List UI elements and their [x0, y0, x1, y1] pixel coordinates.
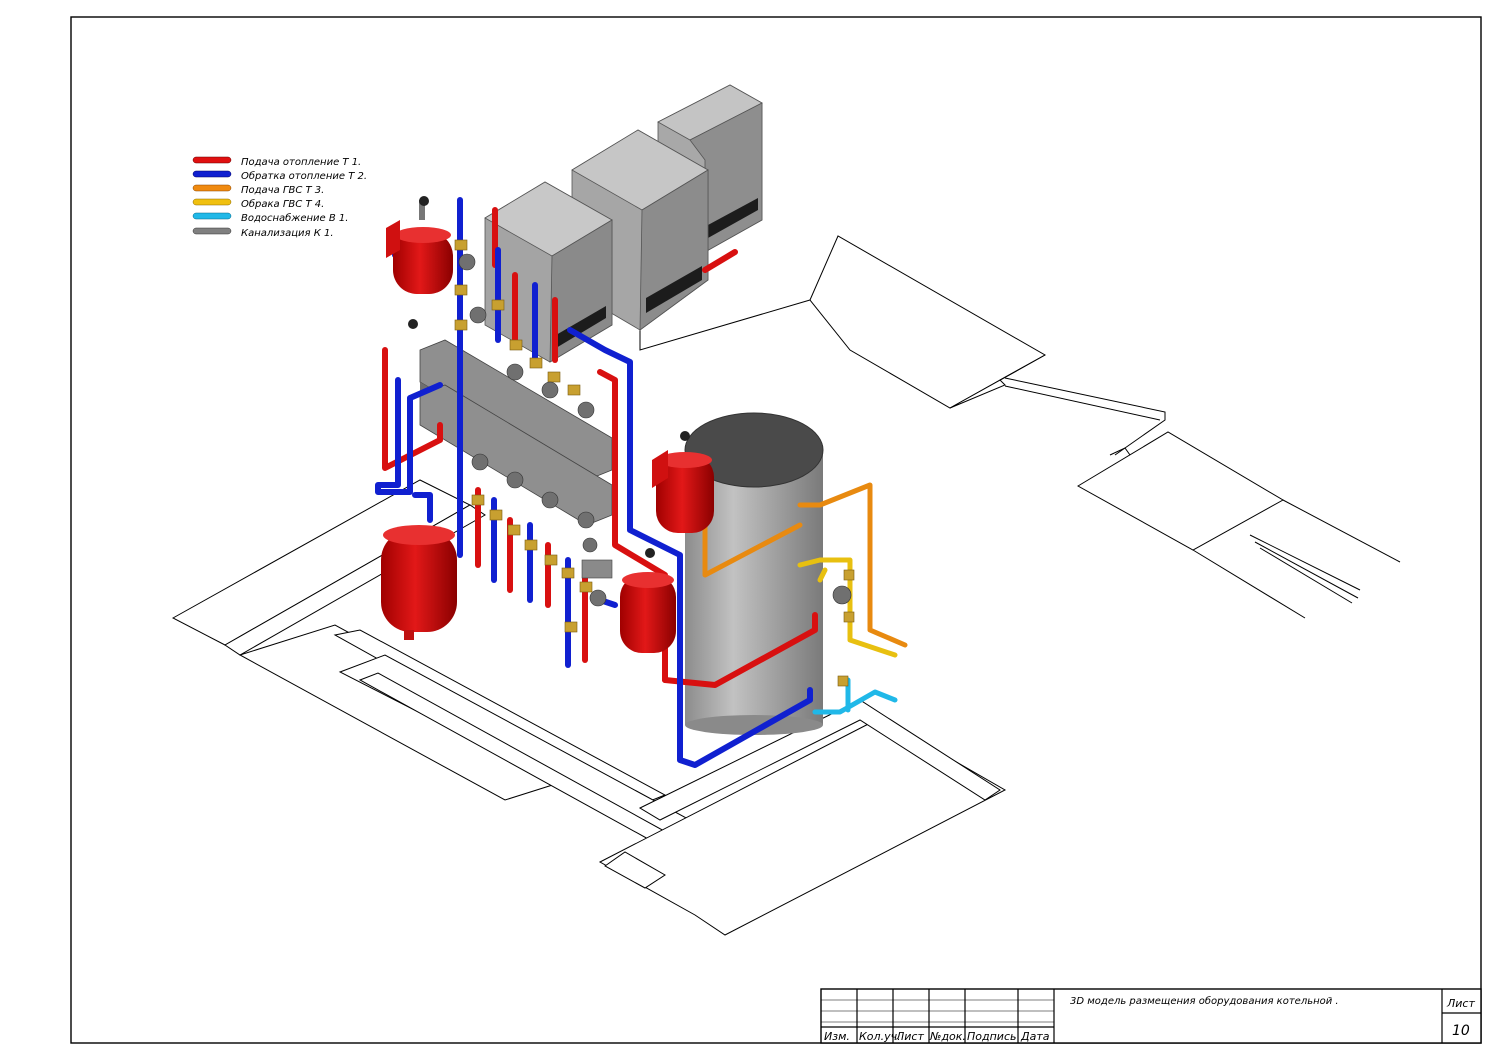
legend-label: Обрака ГВС Т 4. — [241, 198, 324, 210]
legend-item-supply-heating: Подача отопление Т 1. — [192, 156, 361, 168]
pipe-supply-dhw — [797, 482, 908, 648]
legend-item-water-supply: Водоснабжение В 1. — [192, 212, 348, 224]
legend-label: Канализация К 1. — [241, 228, 334, 239]
sheet-number: 10 — [1452, 1023, 1470, 1039]
stamp-col-data: Дата — [1020, 1030, 1050, 1043]
stamp-col-izm: Изм. — [824, 1030, 850, 1043]
pipe-legend: Подача отопление Т 1. Обратка отопление … — [192, 156, 367, 239]
sheet-frame — [70, 16, 1482, 1044]
gas-boiler-icon — [484, 84, 763, 363]
legend-label: Подача отопление Т 1. — [241, 157, 361, 168]
pipe-water-supply — [812, 689, 898, 715]
pipe-return-heating — [375, 377, 443, 495]
title-block: Изм. Кол.уч. Лист №док. Подпись Дата 3D … — [820, 988, 1482, 1044]
legend-label: Подача ГВС Т 3. — [241, 185, 324, 196]
circulation-pump-icon — [454, 239, 855, 687]
stamp-col-n-dok: №док. — [929, 1030, 966, 1043]
legend-item-supply-dhw: Подача ГВС Т 3. — [192, 184, 324, 196]
legend-label: Обратка отопление Т 2. — [241, 170, 367, 182]
pipe-return-dhw — [797, 557, 898, 658]
drawing-title: 3D модель размещения оборудования котель… — [1070, 995, 1339, 1007]
sheet-label: Лист — [1446, 997, 1475, 1010]
stamp-col-kol-uch: Кол.уч. — [859, 1030, 901, 1043]
expansion-tank-icon — [381, 196, 714, 653]
stamp-col-list: Лист — [895, 1030, 924, 1043]
stamp-col-podpis: Подпись — [967, 1030, 1016, 1043]
legend-item-sewer: Канализация К 1. — [192, 227, 334, 239]
legend-item-return-dhw: Обрака ГВС Т 4. — [192, 198, 324, 210]
legend-label: Водоснабжение В 1. — [241, 212, 348, 224]
legend-item-return-heating: Обратка отопление Т 2. — [192, 170, 367, 182]
